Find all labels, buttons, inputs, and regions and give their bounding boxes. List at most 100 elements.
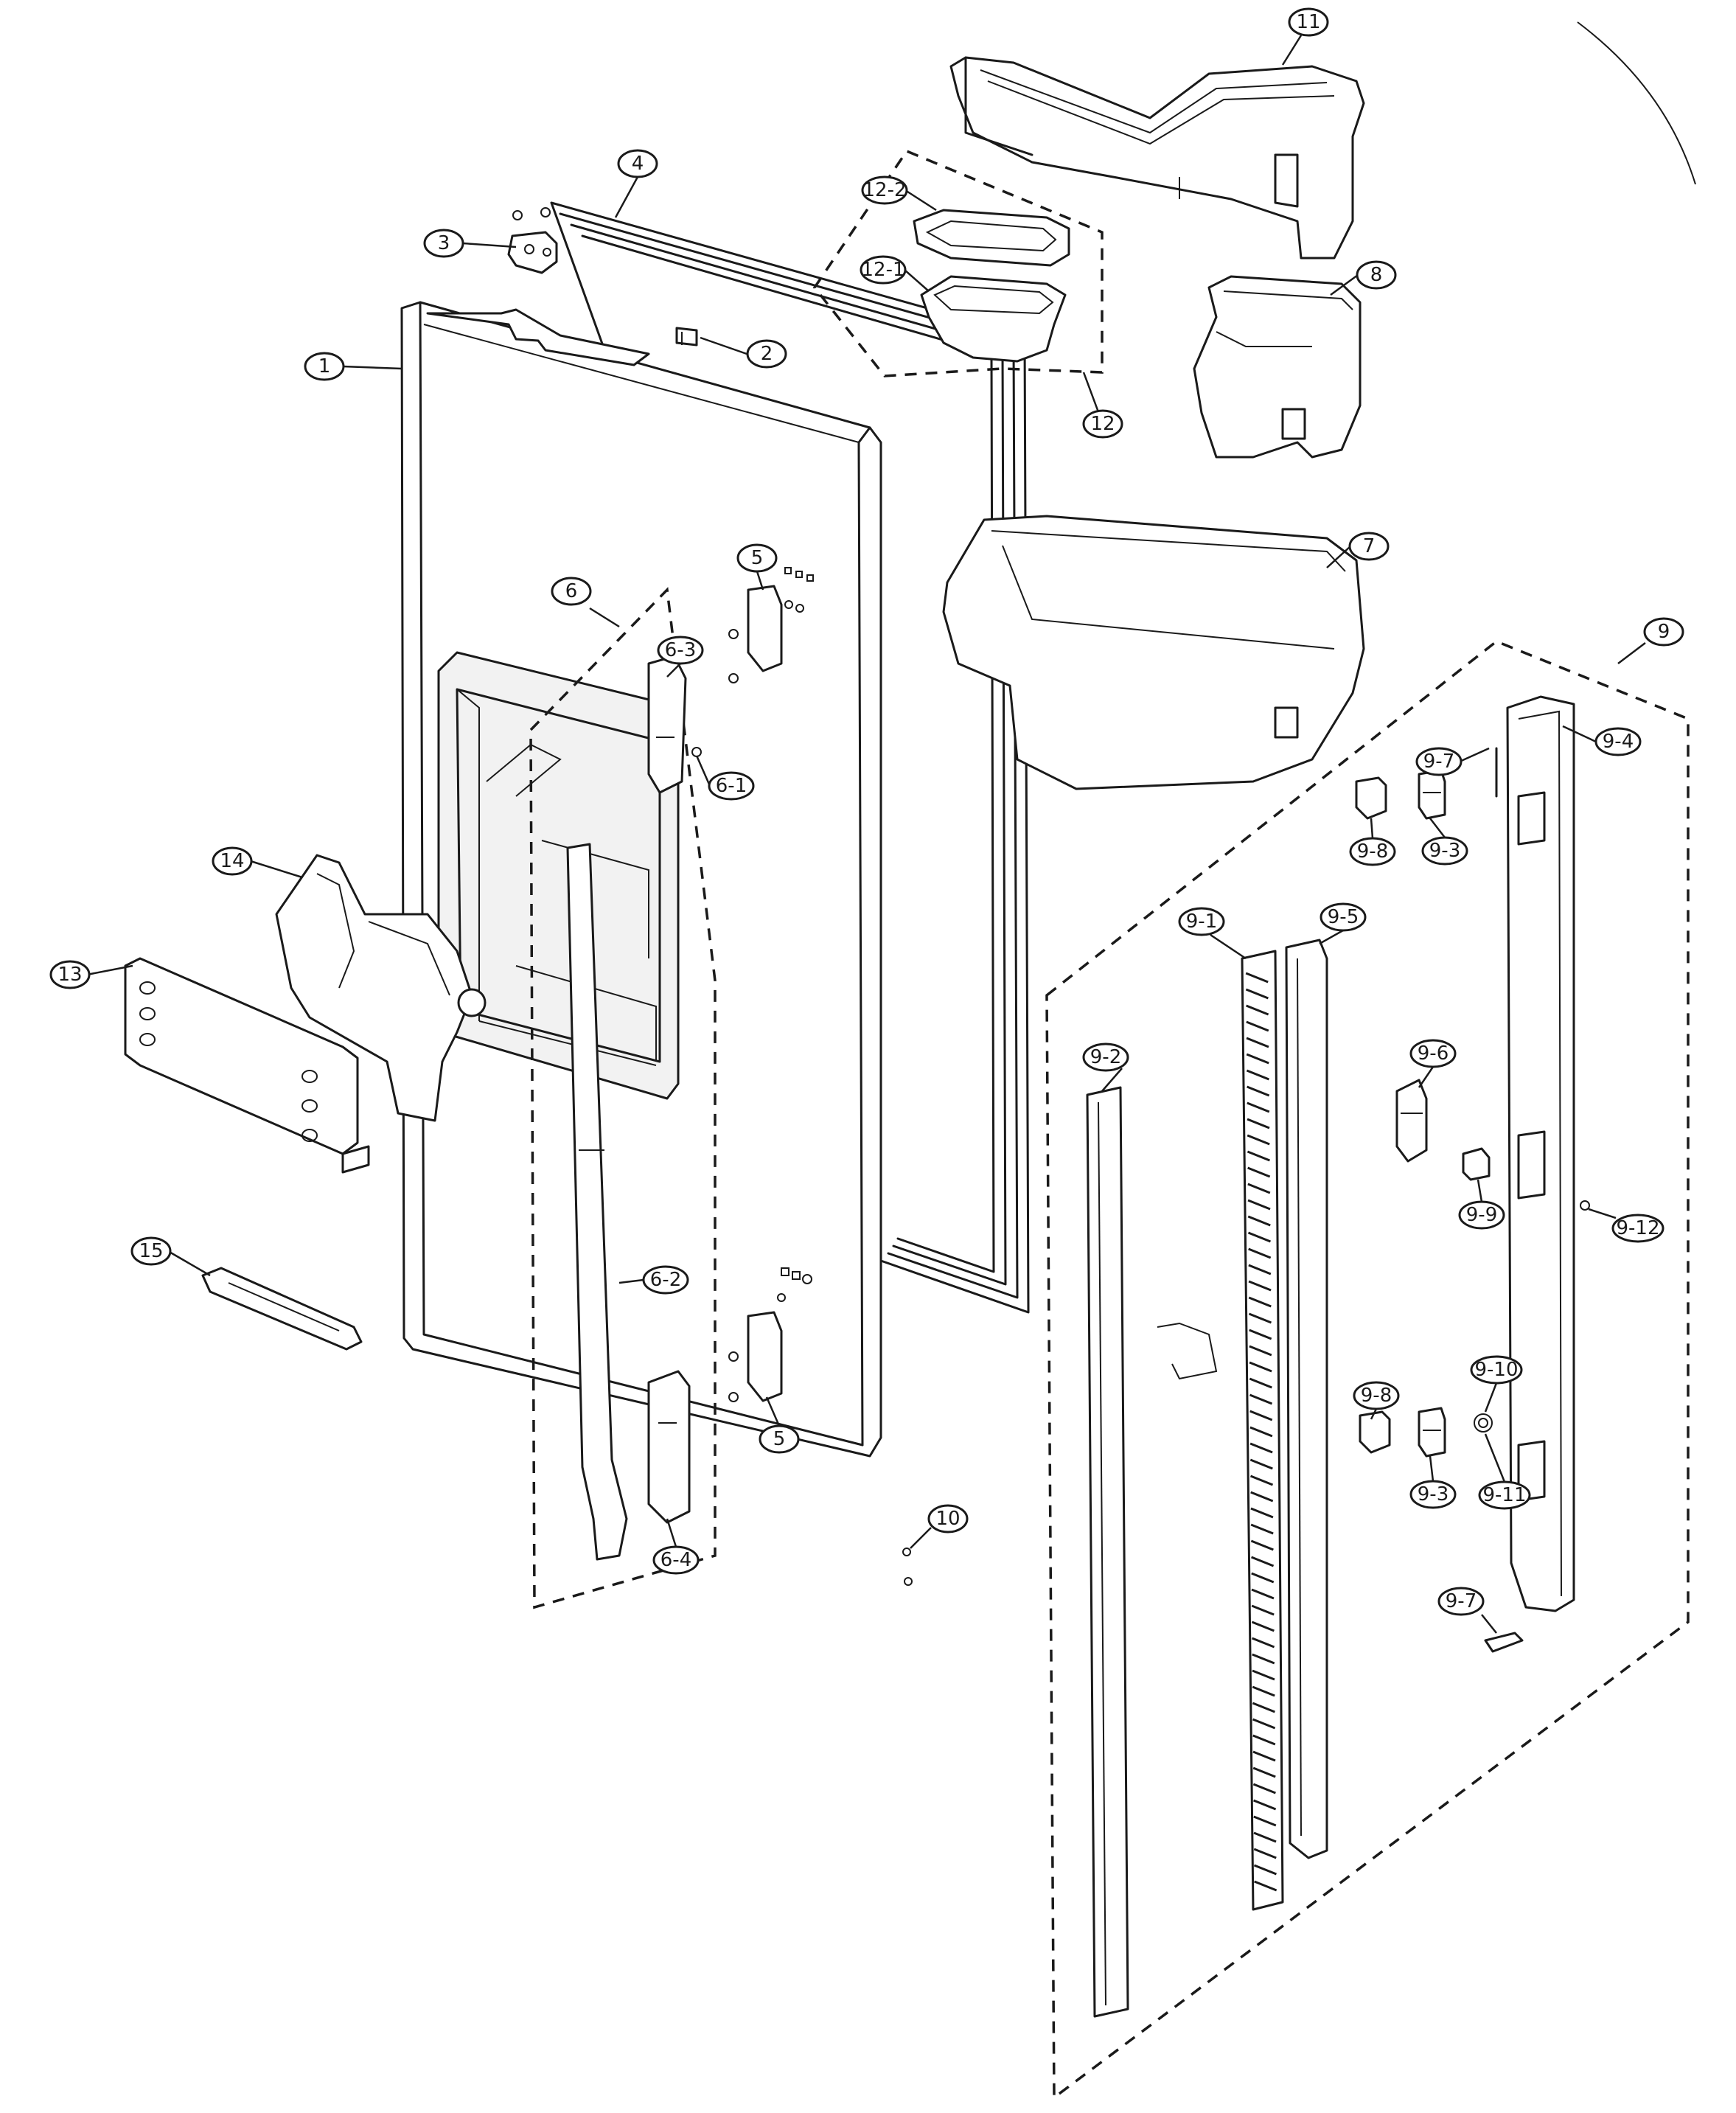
- callout-13: 13: [49, 960, 91, 989]
- part-door-bin-top: [949, 56, 1365, 260]
- callout-1: 1: [304, 352, 345, 381]
- strip-tooth: [1253, 1848, 1277, 1859]
- callout-3: 3: [423, 229, 464, 258]
- strip-tooth: [1247, 1166, 1271, 1178]
- svg-text:9-8: 9-8: [1357, 840, 1388, 863]
- part-12-2-lid: [913, 209, 1070, 267]
- strip-tooth: [1249, 1345, 1272, 1357]
- strip-tooth: [1252, 1750, 1276, 1762]
- callout-9-8-lower: 9-8: [1353, 1381, 1400, 1410]
- callout-6-1: 6-1: [708, 771, 755, 801]
- strip-tooth: [1247, 1118, 1270, 1129]
- svg-text:9-3: 9-3: [1418, 1483, 1449, 1505]
- strip-tooth: [1246, 1069, 1269, 1081]
- svg-text:15: 15: [139, 1240, 163, 1262]
- strip-tooth: [1246, 1053, 1269, 1065]
- callout-6-3: 6-3: [657, 636, 704, 665]
- svg-text:9-8: 9-8: [1361, 1385, 1392, 1407]
- svg-text:5: 5: [751, 547, 764, 569]
- part-9-3-lower-clip: [1418, 1407, 1446, 1458]
- svg-text:9-11: 9-11: [1482, 1484, 1526, 1506]
- strip-tooth: [1247, 1183, 1271, 1194]
- svg-text:5: 5: [773, 1428, 786, 1450]
- callout-9-10: 9-10: [1470, 1355, 1523, 1385]
- svg-text:6-3: 6-3: [665, 639, 696, 661]
- part-9-4-rail: [1506, 695, 1575, 1612]
- svg-text:9-7: 9-7: [1446, 1590, 1477, 1612]
- svg-text:14: 14: [220, 850, 244, 872]
- callout-9-9: 9-9: [1458, 1200, 1505, 1230]
- part-12-1-cup: [920, 275, 1067, 363]
- callout-6-2: 6-2: [642, 1265, 689, 1295]
- svg-text:9-2: 9-2: [1090, 1046, 1121, 1068]
- svg-text:9-5: 9-5: [1328, 906, 1359, 928]
- strip-tooth: [1247, 1150, 1270, 1162]
- callout-5-lower: 5: [759, 1424, 800, 1454]
- part-small-door-bin: [1193, 275, 1362, 459]
- part-9-1-strip: [1241, 950, 1284, 1911]
- svg-text:10: 10: [935, 1508, 960, 1530]
- strip-tooth: [1246, 1020, 1269, 1032]
- part-9-6-mechanism: [1395, 1079, 1428, 1163]
- part-9-8-upper-cap: [1355, 776, 1387, 820]
- callout-6: 6: [551, 577, 592, 606]
- part-9-5-rail: [1285, 939, 1328, 1859]
- callout-12: 12: [1082, 409, 1123, 439]
- part-9-2-strip: [1086, 1086, 1129, 2018]
- strip-tooth: [1247, 1085, 1270, 1097]
- callout-9: 9: [1643, 617, 1684, 647]
- part-9-10-spring: [1474, 1413, 1493, 1433]
- callout-9-8-upper: 9-8: [1349, 837, 1396, 866]
- part-9-7-bottom-tab: [1484, 1632, 1524, 1653]
- strip-tooth: [1247, 1231, 1272, 1243]
- strip-tooth: [1248, 1280, 1272, 1292]
- callout-12-1: 12-1: [860, 255, 907, 285]
- svg-text:9-9: 9-9: [1466, 1204, 1497, 1226]
- part-hinge-bracket: [507, 207, 558, 274]
- strip-tooth: [1250, 1539, 1274, 1551]
- part-large-door-bin: [942, 515, 1365, 790]
- callout-8: 8: [1356, 260, 1397, 290]
- svg-text:4: 4: [632, 153, 644, 175]
- callout-2: 2: [746, 339, 787, 369]
- strip-tooth: [1250, 1523, 1274, 1535]
- callout-14: 14: [212, 846, 253, 876]
- svg-text:9-4: 9-4: [1603, 731, 1634, 753]
- decorative-arc: [1577, 21, 1696, 185]
- callout-9-3-upper: 9-3: [1421, 836, 1468, 866]
- strip-tooth: [1248, 1264, 1272, 1275]
- strip-tooth: [1247, 1101, 1270, 1113]
- svg-text:6-1: 6-1: [716, 775, 747, 797]
- strip-tooth: [1252, 1734, 1276, 1746]
- callout-9-4: 9-4: [1594, 727, 1642, 756]
- part-9-9-block: [1462, 1147, 1491, 1181]
- callout-9-12: 9-12: [1611, 1214, 1664, 1243]
- strip-tooth: [1252, 1766, 1276, 1778]
- callout-7: 7: [1348, 532, 1390, 561]
- strip-tooth: [1250, 1507, 1274, 1519]
- svg-text:6-2: 6-2: [650, 1269, 681, 1291]
- strip-tooth: [1246, 1004, 1269, 1016]
- part-latch: [675, 327, 698, 347]
- strip-tooth: [1251, 1621, 1275, 1632]
- part-5-upper-hinge: [728, 585, 783, 683]
- strip-tooth: [1253, 1799, 1277, 1811]
- svg-text:9-7: 9-7: [1423, 751, 1454, 773]
- part-door-panel: [400, 301, 882, 1458]
- strip-tooth: [1247, 1199, 1271, 1211]
- callout-9-11: 9-11: [1478, 1480, 1531, 1510]
- strip-tooth: [1249, 1410, 1273, 1421]
- svg-text:9-1: 9-1: [1186, 911, 1217, 933]
- callout-6-4: 6-4: [652, 1545, 700, 1575]
- strip-tooth: [1252, 1685, 1275, 1697]
- leader-lines: [86, 35, 1646, 1634]
- strip-tooth: [1247, 1134, 1270, 1146]
- strip-tooth: [1245, 988, 1269, 1000]
- strip-tooth: [1251, 1588, 1275, 1600]
- callout-9-2: 9-2: [1082, 1042, 1129, 1072]
- strip-tooth: [1252, 1702, 1275, 1713]
- strip-tooth: [1248, 1312, 1272, 1324]
- callout-9-6: 9-6: [1409, 1039, 1457, 1068]
- part-6-2-water-tube: [566, 843, 628, 1561]
- strip-tooth: [1245, 972, 1269, 984]
